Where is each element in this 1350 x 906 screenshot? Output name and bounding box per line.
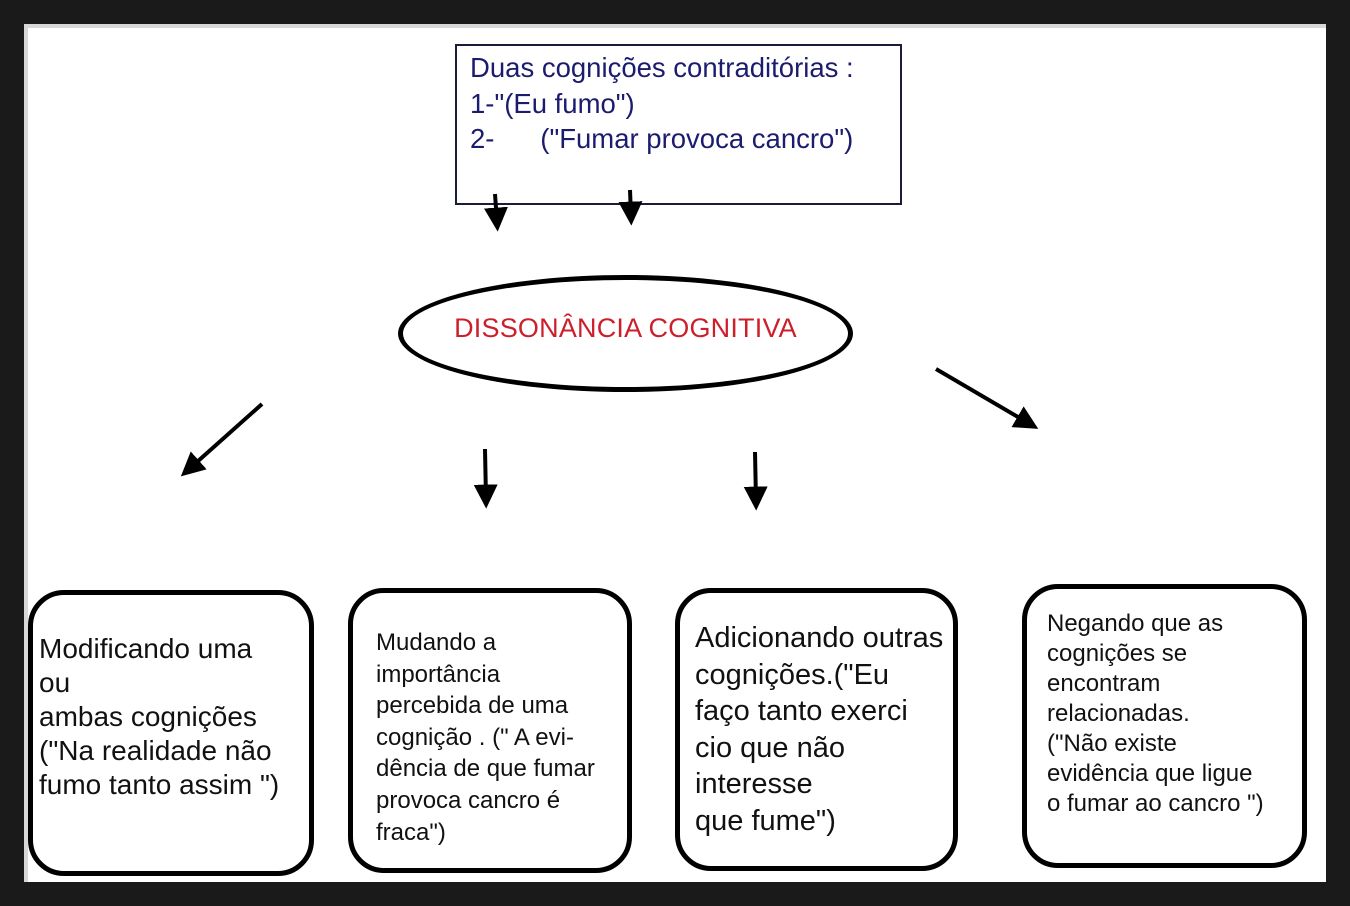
premise-line: 1-"(Eu fumo") [470, 87, 635, 119]
card-line: relacionadas. [1047, 700, 1190, 727]
card-line: o fumar ao cancro ") [1047, 790, 1264, 817]
card-line: cio que não [695, 731, 845, 764]
strategy-card-add-cognitions: Adicionando outras cognições.("Eu faço t… [675, 588, 958, 871]
arrow-to-strategy-2 [473, 448, 498, 509]
card-line: percebida de uma [376, 692, 569, 720]
card-line: cognições.("Eu [695, 658, 890, 691]
strategy-card-importance: Mudando a importância percebida de uma c… [348, 588, 632, 873]
card-line: ambas cognições [39, 701, 257, 732]
card-line: interesse [695, 768, 813, 800]
card-line: dência de que fumar [376, 755, 595, 783]
card-line: faço tanto exerci [695, 695, 908, 727]
card-line: cognição . (" A evi- [376, 723, 574, 751]
contradictory-cognitions-box: Duas cognições contraditórias : 1-"(Eu f… [455, 44, 902, 205]
card-line: fraca") [376, 818, 446, 846]
frame-shadow-top [24, 24, 1326, 28]
strategy-card-modify: Modificando uma ou ambas cognições ("Na … [28, 590, 314, 876]
card-line: encontram [1047, 670, 1161, 697]
card-line: Modificando uma [39, 633, 253, 664]
strategy-card-deny-relation: Negando que as cognições se encontram re… [1022, 584, 1307, 868]
premise-line: 2- ("Fumar provoca cancro") [470, 123, 854, 154]
arrow-to-strategy-1 [180, 402, 264, 477]
connector-arrows [180, 189, 1039, 511]
card-line: fumo tanto assim ") [39, 769, 280, 800]
card-line: provoca cancro é [376, 786, 561, 814]
frame-shadow-left [24, 24, 28, 882]
card-line: cognições se [1047, 640, 1188, 667]
card-line: Negando que as [1047, 610, 1224, 637]
card-line: importância [376, 660, 501, 688]
card-line: evidência que ligue [1047, 760, 1253, 787]
cognitive-dissonance-label: DISSONÂNCIA COGNITIVA [454, 313, 797, 343]
card-line: ("Na realidade não [39, 735, 272, 766]
card-line: Adicionando outras [695, 622, 944, 654]
card-line: ("Não existe [1047, 730, 1177, 757]
card-line: ou [39, 667, 71, 698]
arrow-cognition-1-down [484, 193, 508, 232]
card-line: Mudando a [376, 629, 497, 656]
cognitive-dissonance-node: DISSONÂNCIA COGNITIVA [398, 275, 853, 392]
card-line: que fume") [695, 804, 836, 837]
arrow-to-strategy-4 [934, 367, 1039, 429]
arrow-cognition-2-down [618, 189, 643, 226]
diagram-canvas: Duas cognições contraditórias : 1-"(Eu f… [24, 24, 1326, 882]
arrow-to-strategy-3 [743, 451, 768, 511]
premise-line: Duas cognições contraditórias : [470, 52, 854, 83]
